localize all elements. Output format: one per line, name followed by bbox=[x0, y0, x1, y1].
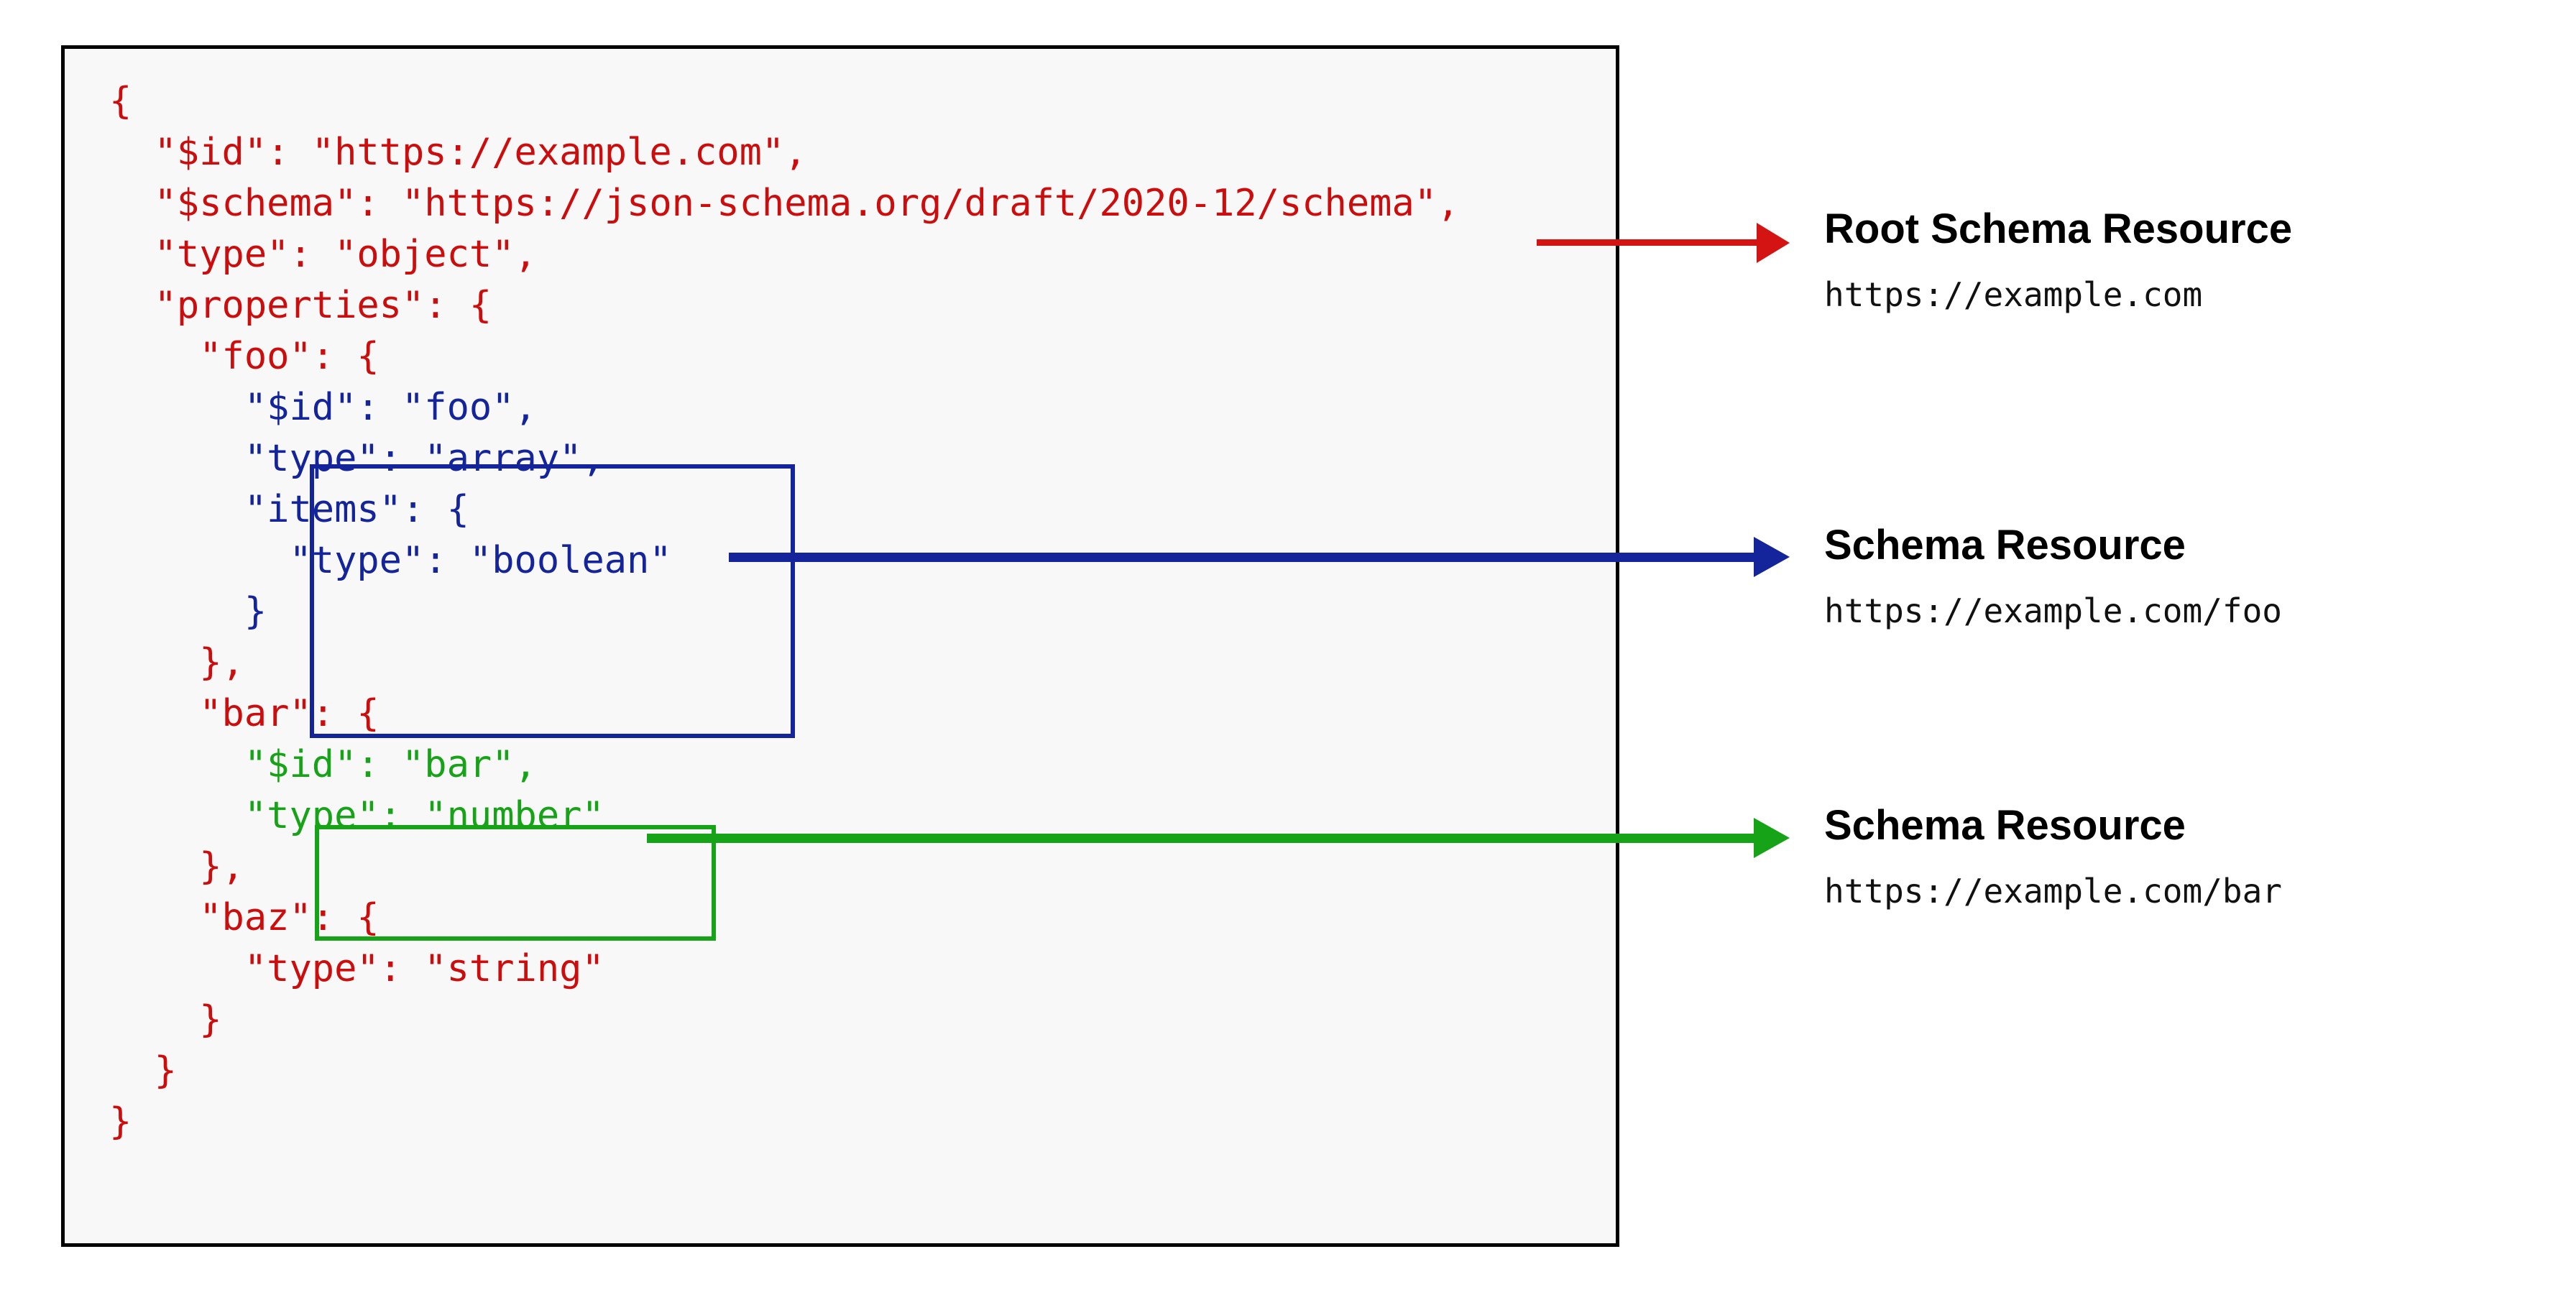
code-line: "properties": { bbox=[109, 284, 492, 327]
code-line: "$schema": "https://json-schema.org/draf… bbox=[109, 182, 1460, 225]
code-line: "foo": { bbox=[109, 335, 380, 378]
code-line-foo: "items": { bbox=[109, 488, 469, 531]
code-line: { bbox=[109, 80, 132, 123]
code-line: }, bbox=[109, 845, 244, 888]
code-line: "type": "object", bbox=[109, 233, 537, 276]
code-line-bar: "$id": "bar", bbox=[109, 743, 537, 786]
code-panel: { "$id": "https://example.com", "$schema… bbox=[61, 45, 1619, 1247]
root-schema-resource-annotation: Root Schema Resource https://example.com bbox=[1824, 206, 2293, 314]
root-schema-arrow-head-icon bbox=[1757, 223, 1790, 263]
annotation-url: https://example.com/foo bbox=[1824, 591, 2282, 630]
code-line-foo: } bbox=[109, 590, 267, 633]
json-schema-code: { "$id": "https://example.com", "$schema… bbox=[109, 76, 1459, 1148]
code-line: } bbox=[109, 1049, 177, 1092]
code-line-foo: "$id": "foo", bbox=[109, 386, 537, 429]
annotation-url: https://example.com/bar bbox=[1824, 872, 2282, 911]
bar-schema-resource-annotation: Schema Resource https://example.com/bar bbox=[1824, 802, 2282, 911]
code-line-foo: "type": "array", bbox=[109, 437, 604, 480]
code-line: } bbox=[109, 1100, 132, 1143]
code-line: }, bbox=[109, 641, 244, 684]
bar-schema-arrow-head-icon bbox=[1754, 818, 1790, 858]
code-line: } bbox=[109, 998, 222, 1041]
annotation-title: Schema Resource bbox=[1824, 522, 2186, 568]
annotation-title: Root Schema Resource bbox=[1824, 206, 2293, 252]
code-line: "type": "string" bbox=[109, 947, 604, 990]
foo-schema-arrow-head-icon bbox=[1754, 537, 1790, 577]
code-line-foo: "type": "boolean" bbox=[109, 539, 672, 582]
code-line: "bar": { bbox=[109, 692, 380, 735]
code-line: "baz": { bbox=[109, 896, 380, 939]
annotation-url: https://example.com bbox=[1824, 275, 2203, 314]
annotation-title: Schema Resource bbox=[1824, 802, 2186, 849]
bar-schema-arrow-line bbox=[647, 834, 1758, 843]
foo-schema-resource-annotation: Schema Resource https://example.com/foo bbox=[1824, 523, 2282, 630]
root-schema-arrow-line bbox=[1537, 239, 1760, 246]
foo-schema-arrow-line bbox=[729, 553, 1758, 562]
code-line: "$id": "https://example.com", bbox=[109, 131, 807, 174]
code-line-bar: "type": "number" bbox=[109, 794, 604, 837]
